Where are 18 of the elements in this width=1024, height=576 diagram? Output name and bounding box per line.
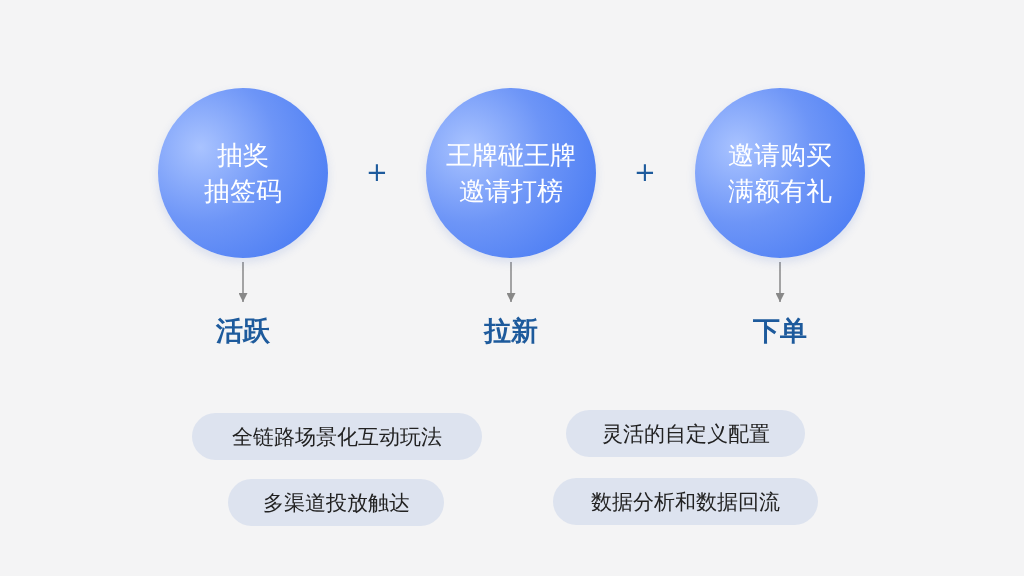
arrow xyxy=(506,261,516,303)
feature-pill: 全链路场景化互动玩法 xyxy=(192,413,482,460)
plus-sign: + xyxy=(366,157,388,187)
feature-pill: 数据分析和数据回流 xyxy=(553,478,818,525)
arrow xyxy=(775,261,785,303)
arrow xyxy=(238,261,248,303)
circle-text: 抽奖 xyxy=(217,139,269,172)
circle-text: 王牌碰王牌 xyxy=(446,139,576,172)
plus-sign: + xyxy=(634,157,656,187)
feature-pill: 多渠道投放触达 xyxy=(228,479,444,526)
circle-text: 抽签码 xyxy=(204,175,282,208)
circle-text: 邀请打榜 xyxy=(459,175,563,208)
circle-text: 满额有礼 xyxy=(728,175,832,208)
circle-text: 邀请购买 xyxy=(728,139,832,172)
result-text: 活跃 xyxy=(193,310,293,352)
feature-pill: 灵活的自定义配置 xyxy=(566,410,805,457)
result-text: 下单 xyxy=(730,310,830,352)
result-text: 拉新 xyxy=(461,310,561,352)
